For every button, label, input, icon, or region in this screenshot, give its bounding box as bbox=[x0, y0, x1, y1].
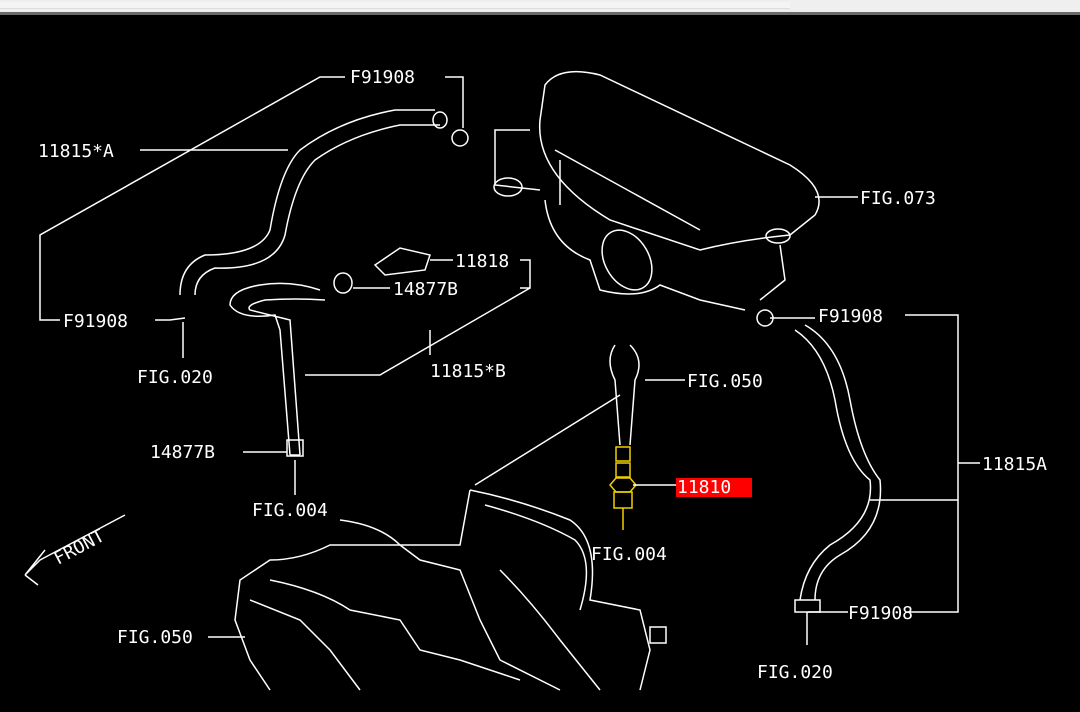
label-f91908-bottom[interactable]: F91908 bbox=[848, 603, 913, 624]
label-14877b-upper[interactable]: 14877B bbox=[393, 279, 458, 300]
label-11815a-right[interactable]: 11815A bbox=[982, 454, 1047, 475]
label-fig020-left[interactable]: FIG.020 bbox=[137, 367, 213, 388]
label-11815a-left[interactable]: 11815*A bbox=[38, 141, 114, 162]
label-11815b[interactable]: 11815*B bbox=[430, 361, 506, 382]
hose-11815b-drawing bbox=[229, 247, 431, 457]
label-fig004-center[interactable]: FIG.004 bbox=[591, 544, 667, 565]
hose-11815a-right-drawing bbox=[756, 309, 882, 613]
top-scrollbar[interactable] bbox=[0, 0, 1080, 15]
pcv-valve-11810-drawing[interactable] bbox=[609, 446, 637, 530]
label-fig073[interactable]: FIG.073 bbox=[860, 188, 936, 209]
front-indicator: FRONT bbox=[50, 525, 108, 569]
label-fig050-upper[interactable]: FIG.050 bbox=[687, 371, 763, 392]
hose-11815a-left-drawing bbox=[179, 109, 469, 296]
label-f91908-right[interactable]: F91908 bbox=[818, 306, 883, 327]
label-f91908-left[interactable]: F91908 bbox=[63, 311, 128, 332]
pcv-hose-drawing bbox=[609, 344, 640, 446]
scrollbar-thumb[interactable] bbox=[0, 2, 790, 9]
label-f91908-top[interactable]: F91908 bbox=[350, 67, 415, 88]
label-11818[interactable]: 11818 bbox=[455, 251, 509, 272]
leader-lines bbox=[24, 76, 980, 645]
label-fig020-bottom[interactable]: FIG.020 bbox=[757, 662, 833, 683]
label-fig004-left[interactable]: FIG.004 bbox=[252, 500, 328, 521]
label-11810-selected[interactable]: 11810 bbox=[677, 477, 731, 498]
label-fig050-lower[interactable]: FIG.050 bbox=[117, 627, 193, 648]
intake-manifold-drawing bbox=[234, 489, 667, 691]
air-intake-box-drawing bbox=[493, 70, 820, 311]
label-14877b-lower[interactable]: 14877B bbox=[150, 442, 215, 463]
selected-part-highlight bbox=[676, 478, 752, 497]
